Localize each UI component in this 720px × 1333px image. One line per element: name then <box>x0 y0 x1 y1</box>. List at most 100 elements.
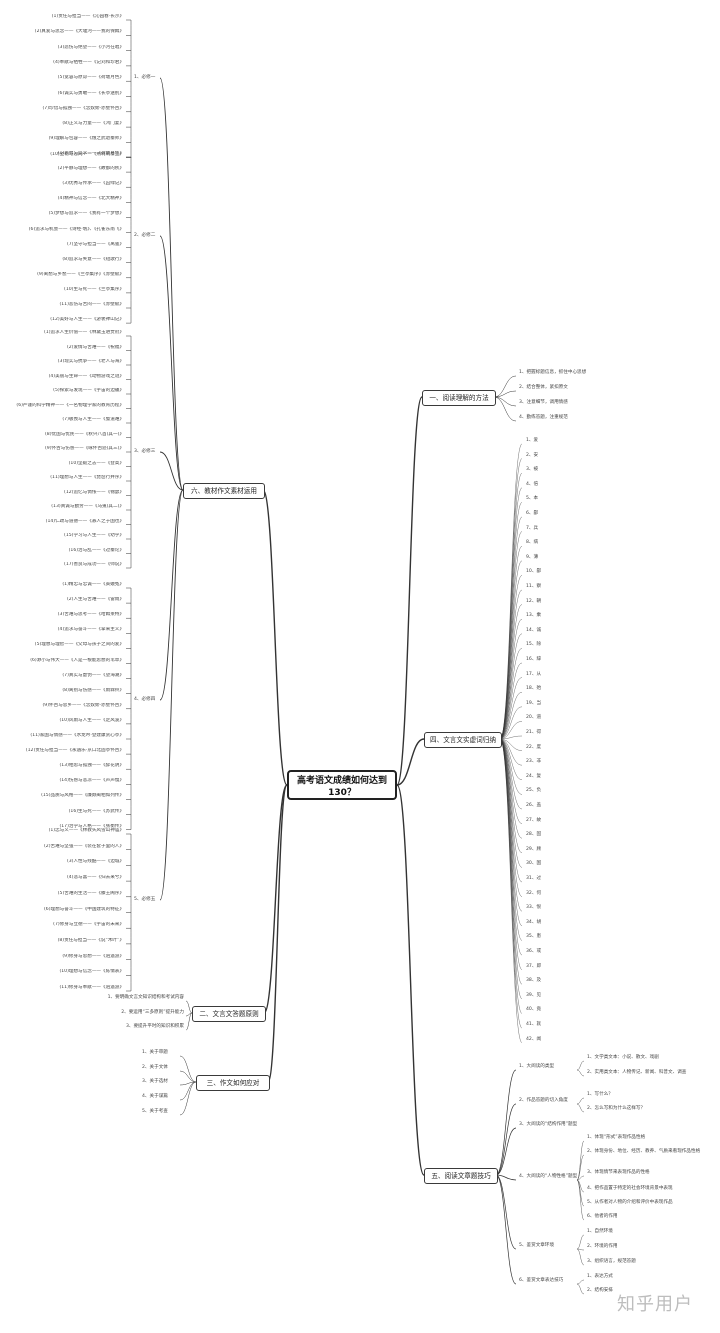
method-item[interactable]: 3、注意细节，调用情感 <box>519 400 568 405</box>
word-item[interactable]: 29、顾 <box>526 846 542 852</box>
module-item[interactable]: (7)珍惜与孤独——《念奴娇·赤壁怀古》 <box>42 105 124 111</box>
module-item[interactable]: (6)追求与机会——《诗经·氓》、《孔雀东南飞》 <box>28 226 124 232</box>
technique-item[interactable]: 1、写什么？ <box>587 1092 613 1097</box>
technique-4[interactable]: 4、大阅读的“人物性格”题型 <box>519 1174 578 1179</box>
module-item[interactable]: (14)仁政与道德——《寡人之于国也》 <box>45 518 124 524</box>
module-item[interactable]: (7)敬畏与人生——《蜀道难》 <box>62 417 124 422</box>
module-item[interactable]: (3)苦难与思考——《哈姆莱特》 <box>57 612 124 618</box>
module-item[interactable]: (8)责任与担当——《说“木叶”》 <box>57 937 124 943</box>
module-item[interactable]: (10)理想与信念——《陈情表》 <box>59 969 124 975</box>
technique-item[interactable]: 1、表达方式 <box>587 1274 613 1279</box>
technique-6[interactable]: 6、鉴赏文章表达技巧 <box>519 1278 564 1283</box>
technique-item[interactable]: 6、他者的作用 <box>587 1214 618 1219</box>
branch-reading-method[interactable]: 一、阅读理解的方法 <box>422 390 496 406</box>
module-item[interactable]: (2)人生与苦难——《雷雨》 <box>66 597 124 603</box>
module-item[interactable]: (7)修身与立德——《宇宙的未来》 <box>53 922 124 928</box>
module-item[interactable]: (4)悲与喜——《归去来兮》 <box>66 875 124 881</box>
module-item[interactable]: (13)相思与孤独——《醉花阴》 <box>59 763 124 769</box>
module-item[interactable]: (11)理想与人生——《琵琶行并序》 <box>50 475 124 480</box>
module-item[interactable]: (4)奉献与牺牲——《记刘和珍君》 <box>53 59 124 65</box>
module-item[interactable]: (8)追求与失意——《短歌行》 <box>62 256 124 262</box>
word-item[interactable]: 35、患 <box>526 934 542 940</box>
module-item[interactable]: (4)美丽与生命——《动物游戏之谜》 <box>48 373 124 379</box>
word-item[interactable]: 28、固 <box>526 832 542 838</box>
technique-item[interactable]: 1、体现“形式”表现作品性格 <box>587 1135 646 1140</box>
word-item[interactable]: 8、病 <box>526 540 539 546</box>
word-item[interactable]: 7、兵 <box>526 525 539 531</box>
word-item[interactable]: 9、薄 <box>526 554 539 560</box>
technique-5[interactable]: 5、鉴赏文章环境 <box>519 1243 555 1248</box>
module-item[interactable]: (17)治学与人格——《张衡传》 <box>59 823 124 829</box>
principle-item[interactable]: 1、要明确文言文知识结构和考试内容 <box>107 995 184 1000</box>
module-item[interactable]: (5)探索与发现——《宇宙的边疆》 <box>53 388 124 393</box>
word-item[interactable]: 18、殆 <box>526 686 542 692</box>
word-item[interactable]: 39、见 <box>526 992 542 998</box>
module-item[interactable]: (1)责任与担当——《沁园春·长沙》 <box>51 14 124 19</box>
word-item[interactable]: 42、闻 <box>526 1036 542 1042</box>
word-item[interactable]: 31、过 <box>526 876 542 881</box>
technique-item[interactable]: 2、结构安排 <box>587 1288 613 1293</box>
branch-reading-techniques[interactable]: 五、阅读文章题技巧 <box>424 1168 498 1184</box>
root-node[interactable]: 高考语文成绩如何达到130？ <box>287 770 397 800</box>
word-item[interactable]: 33、恨 <box>526 905 542 911</box>
module-item[interactable]: (12)责任与担当——《永遇乐·京口北固亭怀古》 <box>25 748 124 754</box>
composition-item[interactable]: 5、关于考查 <box>142 1109 168 1114</box>
word-item[interactable]: 17、从 <box>526 671 542 677</box>
module-item[interactable]: (4)追求与奋斗——《拿来主义》 <box>57 627 124 633</box>
module-item[interactable]: (13)真诚与勤劳——《马嵬(其二)》 <box>51 504 124 509</box>
word-item[interactable]: 5、本 <box>526 496 539 502</box>
technique-item[interactable]: 2、实用类文本：人物传记、新闻、科普文、调查 <box>587 1070 687 1075</box>
technique-item[interactable]: 5、从作者对人物的介绍和评价中表现作品 <box>587 1200 673 1205</box>
module-item[interactable]: (5)宽容与原谅——《荷塘月色》 <box>57 75 124 81</box>
module-item[interactable]: (16)治与乱——《过秦论》 <box>68 547 124 553</box>
module-item[interactable]: (6)理想与奋斗——《中国建筑的特征》 <box>43 906 124 912</box>
module-item[interactable]: (8)离别与伤感——《雨霖铃》 <box>62 687 124 693</box>
module-item[interactable]: (17)善良与成功——《师说》 <box>64 562 124 567</box>
module-item[interactable]: (9)理解与包容——《烛之武退秦师》 <box>48 136 124 142</box>
word-item[interactable]: 32、何 <box>526 890 542 896</box>
word-item[interactable]: 22、度 <box>526 744 542 750</box>
word-item[interactable]: 36、或 <box>526 949 542 954</box>
textbook-module-2[interactable]: 2、必修二 <box>134 233 156 238</box>
branch-word-summary[interactable]: 四、文言文实虚词归纳 <box>424 732 502 748</box>
module-item[interactable]: (6)渺小与伟大——《人是一根能思想的苇草》 <box>30 657 124 663</box>
module-item[interactable]: (5)梦想与追求——《我有一个梦想》 <box>48 211 124 217</box>
technique-1[interactable]: 1、大阅读的类型 <box>519 1064 555 1069</box>
module-item[interactable]: (9)怀古与伤感——《咏怀古迹(其三)》 <box>45 446 124 451</box>
composition-item[interactable]: 2、关于文体 <box>142 1065 168 1070</box>
technique-item[interactable]: 1、文学类文本：小说、散文、戏剧 <box>587 1055 659 1060</box>
textbook-module-5[interactable]: 5、必修五 <box>134 897 156 902</box>
module-item[interactable]: (2)爱情与苦难——《祝福》 <box>66 344 124 350</box>
module-item[interactable]: (2)苦难与坚强——《装在套子里的人》 <box>43 843 124 849</box>
composition-item[interactable]: 1、关于审题 <box>142 1050 168 1055</box>
technique-item[interactable]: 1、自然环境 <box>587 1229 613 1234</box>
module-item[interactable]: (1)精忠与忠诚——《窦娥冤》 <box>62 582 124 587</box>
module-item[interactable]: (5)理想与理智——《父母与孩子之间的爱》 <box>34 642 124 648</box>
module-item[interactable]: (7)坚守与担当——《离骚》 <box>66 241 124 247</box>
word-item[interactable]: 10、鄙 <box>526 569 542 575</box>
textbook-module-3[interactable]: 3、必修三 <box>134 449 156 454</box>
word-item[interactable]: 25、负 <box>526 788 542 794</box>
principle-item[interactable]: 3、要提升平时的知识和积累 <box>125 1024 184 1029</box>
module-item[interactable]: (11)悲伤与苦闷——《赤壁赋》 <box>59 302 124 307</box>
module-item[interactable]: (3)优秀与传承——《囚绿记》 <box>62 181 124 187</box>
word-item[interactable]: 30、国 <box>526 861 542 867</box>
module-item[interactable]: (14)伤感与悲凉——《声声慢》 <box>59 778 124 784</box>
technique-item[interactable]: 2、环境的作用 <box>587 1244 618 1249</box>
composition-item[interactable]: 3、关于选材 <box>142 1079 168 1084</box>
method-item[interactable]: 1、把握标题信息，抓住中心思想 <box>519 370 587 375</box>
branch-textbook-materials[interactable]: 六、教材作文素材运用 <box>183 483 265 499</box>
word-item[interactable]: 38、及 <box>526 978 542 984</box>
branch-composition[interactable]: 三、作文如何应对 <box>196 1075 270 1091</box>
module-item[interactable]: (1)忠与义——《林教头风雪山神庙》 <box>48 828 124 833</box>
technique-3[interactable]: 3、大阅读的“结构作用”题型 <box>519 1122 578 1127</box>
word-item[interactable]: 3、被 <box>526 467 539 473</box>
module-item[interactable]: (15)品质与风格——《廉颇蔺相如列传》 <box>41 793 124 799</box>
word-item[interactable]: 12、朝 <box>526 598 542 604</box>
module-item[interactable]: (10)风雨与人生——《定风波》 <box>59 717 124 723</box>
word-item[interactable]: 34、胡 <box>526 919 542 925</box>
module-item[interactable]: (1)追求人生价值——《林黛玉进贾府》 <box>43 330 124 335</box>
word-item[interactable]: 2、安 <box>526 452 539 458</box>
technique-item[interactable]: 3、组织语言，规范答题 <box>587 1259 636 1264</box>
technique-2[interactable]: 2、作品答题的切入角度 <box>519 1098 568 1103</box>
